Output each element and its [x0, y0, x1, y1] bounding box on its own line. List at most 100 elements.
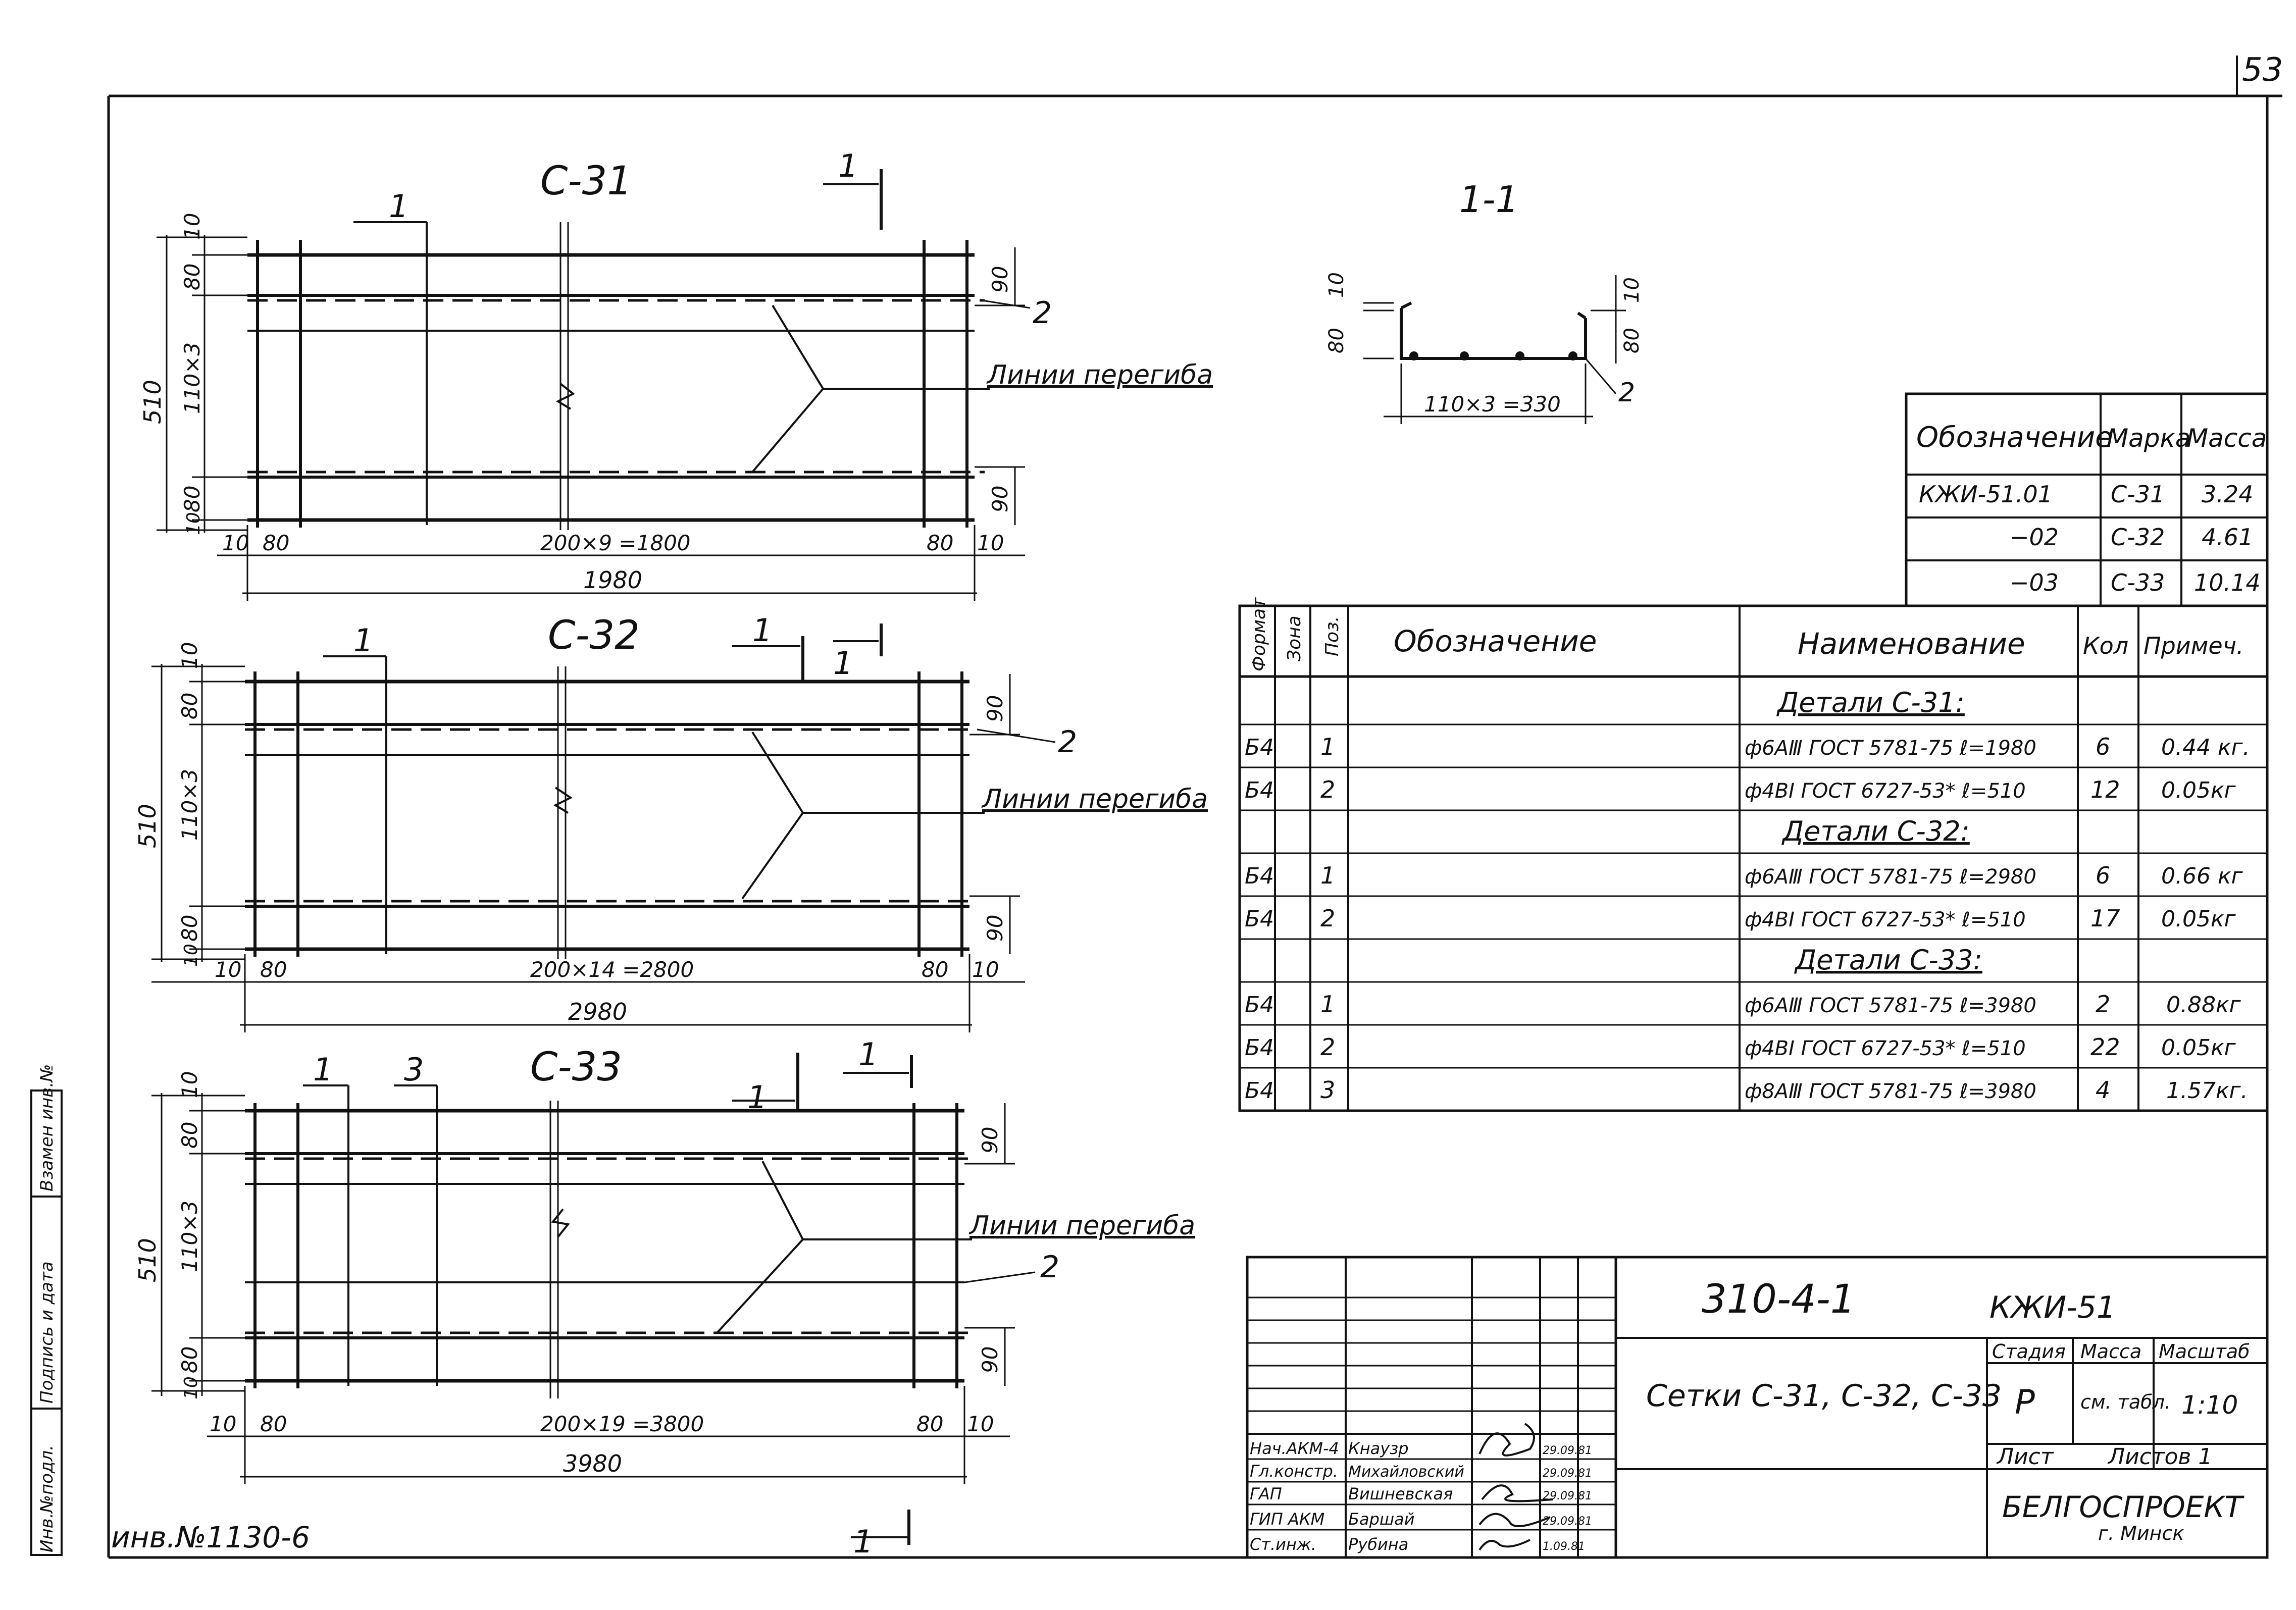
- spec-cell-note: 0.05кг: [2161, 777, 2236, 803]
- dim-c33-bot-10-left: 10: [210, 1412, 236, 1436]
- mark-table-cell: С-31: [2111, 481, 2165, 508]
- dim-c32-bot-80-left: 80: [260, 957, 287, 982]
- strip-label-sign-date: Подпись и дата: [37, 1261, 57, 1404]
- bar-dot-1: [1409, 351, 1418, 360]
- dim-c31-left-total: 510: [139, 380, 166, 424]
- title-block: 310-4-1 КЖИ-51 Сетки С-31, С-32, С-33 Ст…: [1246, 1256, 2269, 1559]
- dim-c32-overall: 2980: [568, 998, 627, 1025]
- spec-cell-pos: 2: [1320, 905, 1335, 932]
- sign-date: 29.09.81: [1543, 1444, 1592, 1457]
- mark-table-cell: С-32: [2111, 524, 2165, 551]
- spec-cell-name: ф4ВⅠ ГОСТ 6727-53* ℓ=510: [1745, 1037, 2026, 1060]
- mark-table-cell: 3.24: [2202, 481, 2253, 508]
- spec-cell-format: Б4: [1245, 992, 1274, 1018]
- mass-label: Масса: [2080, 1340, 2141, 1363]
- dim-c32-left-80-top: 80: [177, 693, 202, 719]
- spec-cell-pos: 3: [1320, 1076, 1335, 1104]
- spec-cell-format: Б4: [1245, 735, 1274, 760]
- sign-role: ГИП АКМ: [1250, 1510, 1324, 1529]
- section-dim-right-80: 80: [1620, 328, 1644, 353]
- sign-role: Гл.констр.: [1250, 1462, 1338, 1481]
- spec-cell-pos: 2: [1320, 1033, 1335, 1061]
- strip-label-inv-orig: Инв.№подл.: [37, 1445, 57, 1552]
- pos-label-c31-2: 2: [1033, 295, 1052, 331]
- scale-label: Масштаб: [2159, 1340, 2250, 1363]
- dim-c33-left-mid: 110×3: [177, 1201, 202, 1272]
- spec-cell-format: Б4: [1245, 863, 1274, 889]
- spec-cell-qty: 6: [2096, 733, 2110, 760]
- sign-role: ГАП: [1250, 1484, 1282, 1503]
- bend-label-c31: Линии перегиба: [986, 360, 1213, 390]
- dim-c32-bot-10-right: 10: [972, 957, 999, 982]
- document-mark: КЖИ-51: [1989, 1290, 2116, 1325]
- spec-cell-qty: 22: [2090, 1033, 2120, 1061]
- dim-c33-bot-10-right: 10: [967, 1412, 994, 1436]
- section-mark-c33-c: 1: [853, 1523, 873, 1560]
- mark-table-cell: −02: [2010, 524, 2059, 551]
- sign-role: Нач.АКМ-4: [1250, 1439, 1339, 1458]
- dim-c31-left-80-bot: 80: [180, 486, 205, 512]
- sheet-label: Лист: [1996, 1444, 2054, 1470]
- dim-c31-left-10-top: 10: [180, 213, 205, 240]
- dim-c32-left-10-top: 10: [177, 642, 202, 669]
- sign-name: Вишневская: [1348, 1484, 1453, 1503]
- handwritten-signature: [1478, 1513, 1551, 1527]
- dim-c32-right-bot: 90: [983, 915, 1007, 942]
- organization-city: г. Минск: [2098, 1522, 2184, 1544]
- spec-table: Формат Зона Поз. Обозначение Наименовани…: [1238, 597, 2269, 1112]
- spec-cell-name: ф4ВⅠ ГОСТ 6727-53* ℓ=510: [1745, 780, 2026, 803]
- sign-date: 1.09.81: [1543, 1540, 1585, 1553]
- handwritten-signature: [1478, 1423, 1535, 1457]
- spec-header-pos: Поз.: [1322, 616, 1343, 656]
- spec-cell-name: ф8АⅢ ГОСТ 5781-75 ℓ=3980: [1745, 1080, 2036, 1103]
- sign-name: Рубина: [1348, 1535, 1408, 1554]
- spec-section-heading: Детали С-31:: [1776, 687, 1965, 718]
- inventory-number: инв.№1130-6: [111, 1520, 310, 1554]
- spec-cell-name: ф6АⅢ ГОСТ 5781-75 ℓ=3980: [1745, 994, 2036, 1017]
- stage-label: Стадия: [1992, 1340, 2066, 1363]
- spec-cell-name: ф6АⅢ ГОСТ 5781-75 ℓ=1980: [1745, 737, 2036, 760]
- page-number: 53: [2242, 51, 2283, 89]
- document-code: 310-4-1: [1702, 1277, 1855, 1322]
- spec-cell-note: 0.44 кг.: [2161, 735, 2250, 760]
- drawing-title-c31: С-31: [540, 159, 632, 204]
- mark-table-cell: 4.61: [2202, 524, 2253, 551]
- dim-c32-left-total: 510: [134, 804, 161, 848]
- bar-dot-3: [1515, 351, 1524, 360]
- mark-table-cell: КЖИ-51.01: [1919, 481, 2053, 508]
- mark-table-cell: С-33: [2111, 569, 2165, 596]
- dim-c33-bot-80-right: 80: [916, 1412, 943, 1436]
- dim-c32-left-10-bot: 10: [181, 944, 201, 967]
- dim-c32-bot-10-left: 10: [215, 957, 241, 982]
- mesh-drawing-c31: С-31 1 Линии перегиба 2 1: [139, 147, 1213, 601]
- section-mark-c32-a: 1: [752, 612, 772, 649]
- mark-table-header-designation: Обозначение: [1916, 421, 2113, 454]
- spec-header-format: Формат: [1249, 597, 1269, 671]
- spec-cell-note: 0.05кг: [2161, 906, 2236, 932]
- dim-c33-bot-mid: 200×19 =3800: [540, 1412, 704, 1436]
- dim-c31-right-bot: 90: [988, 486, 1012, 512]
- spec-cell-name: ф4ВⅠ ГОСТ 6727-53* ℓ=510: [1745, 908, 2026, 931]
- dim-c32-bot-80-right: 80: [922, 957, 948, 982]
- spec-section-heading: Детали С-32:: [1781, 815, 1970, 847]
- sign-name: Баршай: [1348, 1510, 1415, 1529]
- dim-c33-right-top: 90: [978, 1127, 1002, 1154]
- document-title: Сетки С-31, С-32, С-33: [1646, 1378, 2002, 1414]
- spec-cell-name: ф6АⅢ ГОСТ 5781-75 ℓ=2980: [1745, 865, 2036, 889]
- left-strip: Инв.№подл. Подпись и дата Взамен инв.№: [30, 1064, 63, 1556]
- spec-cell-pos: 1: [1320, 991, 1335, 1018]
- spec-cell-qty: 2: [2096, 991, 2110, 1018]
- pos-label-c32-1: 1: [353, 622, 373, 659]
- dim-c33-overall: 3980: [563, 1450, 622, 1477]
- mark-table-cell: 10.14: [2194, 569, 2261, 596]
- organization: БЕЛГОСПРОЕКТ: [2002, 1490, 2245, 1524]
- spec-header-name: Наименование: [1798, 627, 2025, 661]
- dim-c31-bot-80-left: 80: [263, 531, 289, 555]
- drawing-title-c33: С-33: [530, 1045, 622, 1090]
- spec-header-designation: Обозначение: [1394, 624, 1597, 658]
- sign-date: 29.09.81: [1543, 1515, 1592, 1528]
- spec-cell-note: 0.66 кг: [2161, 863, 2243, 889]
- dim-c32-right-top: 90: [983, 695, 1007, 722]
- spec-cell-format: Б4: [1245, 777, 1274, 803]
- drawing-title-c32: С-32: [548, 613, 640, 658]
